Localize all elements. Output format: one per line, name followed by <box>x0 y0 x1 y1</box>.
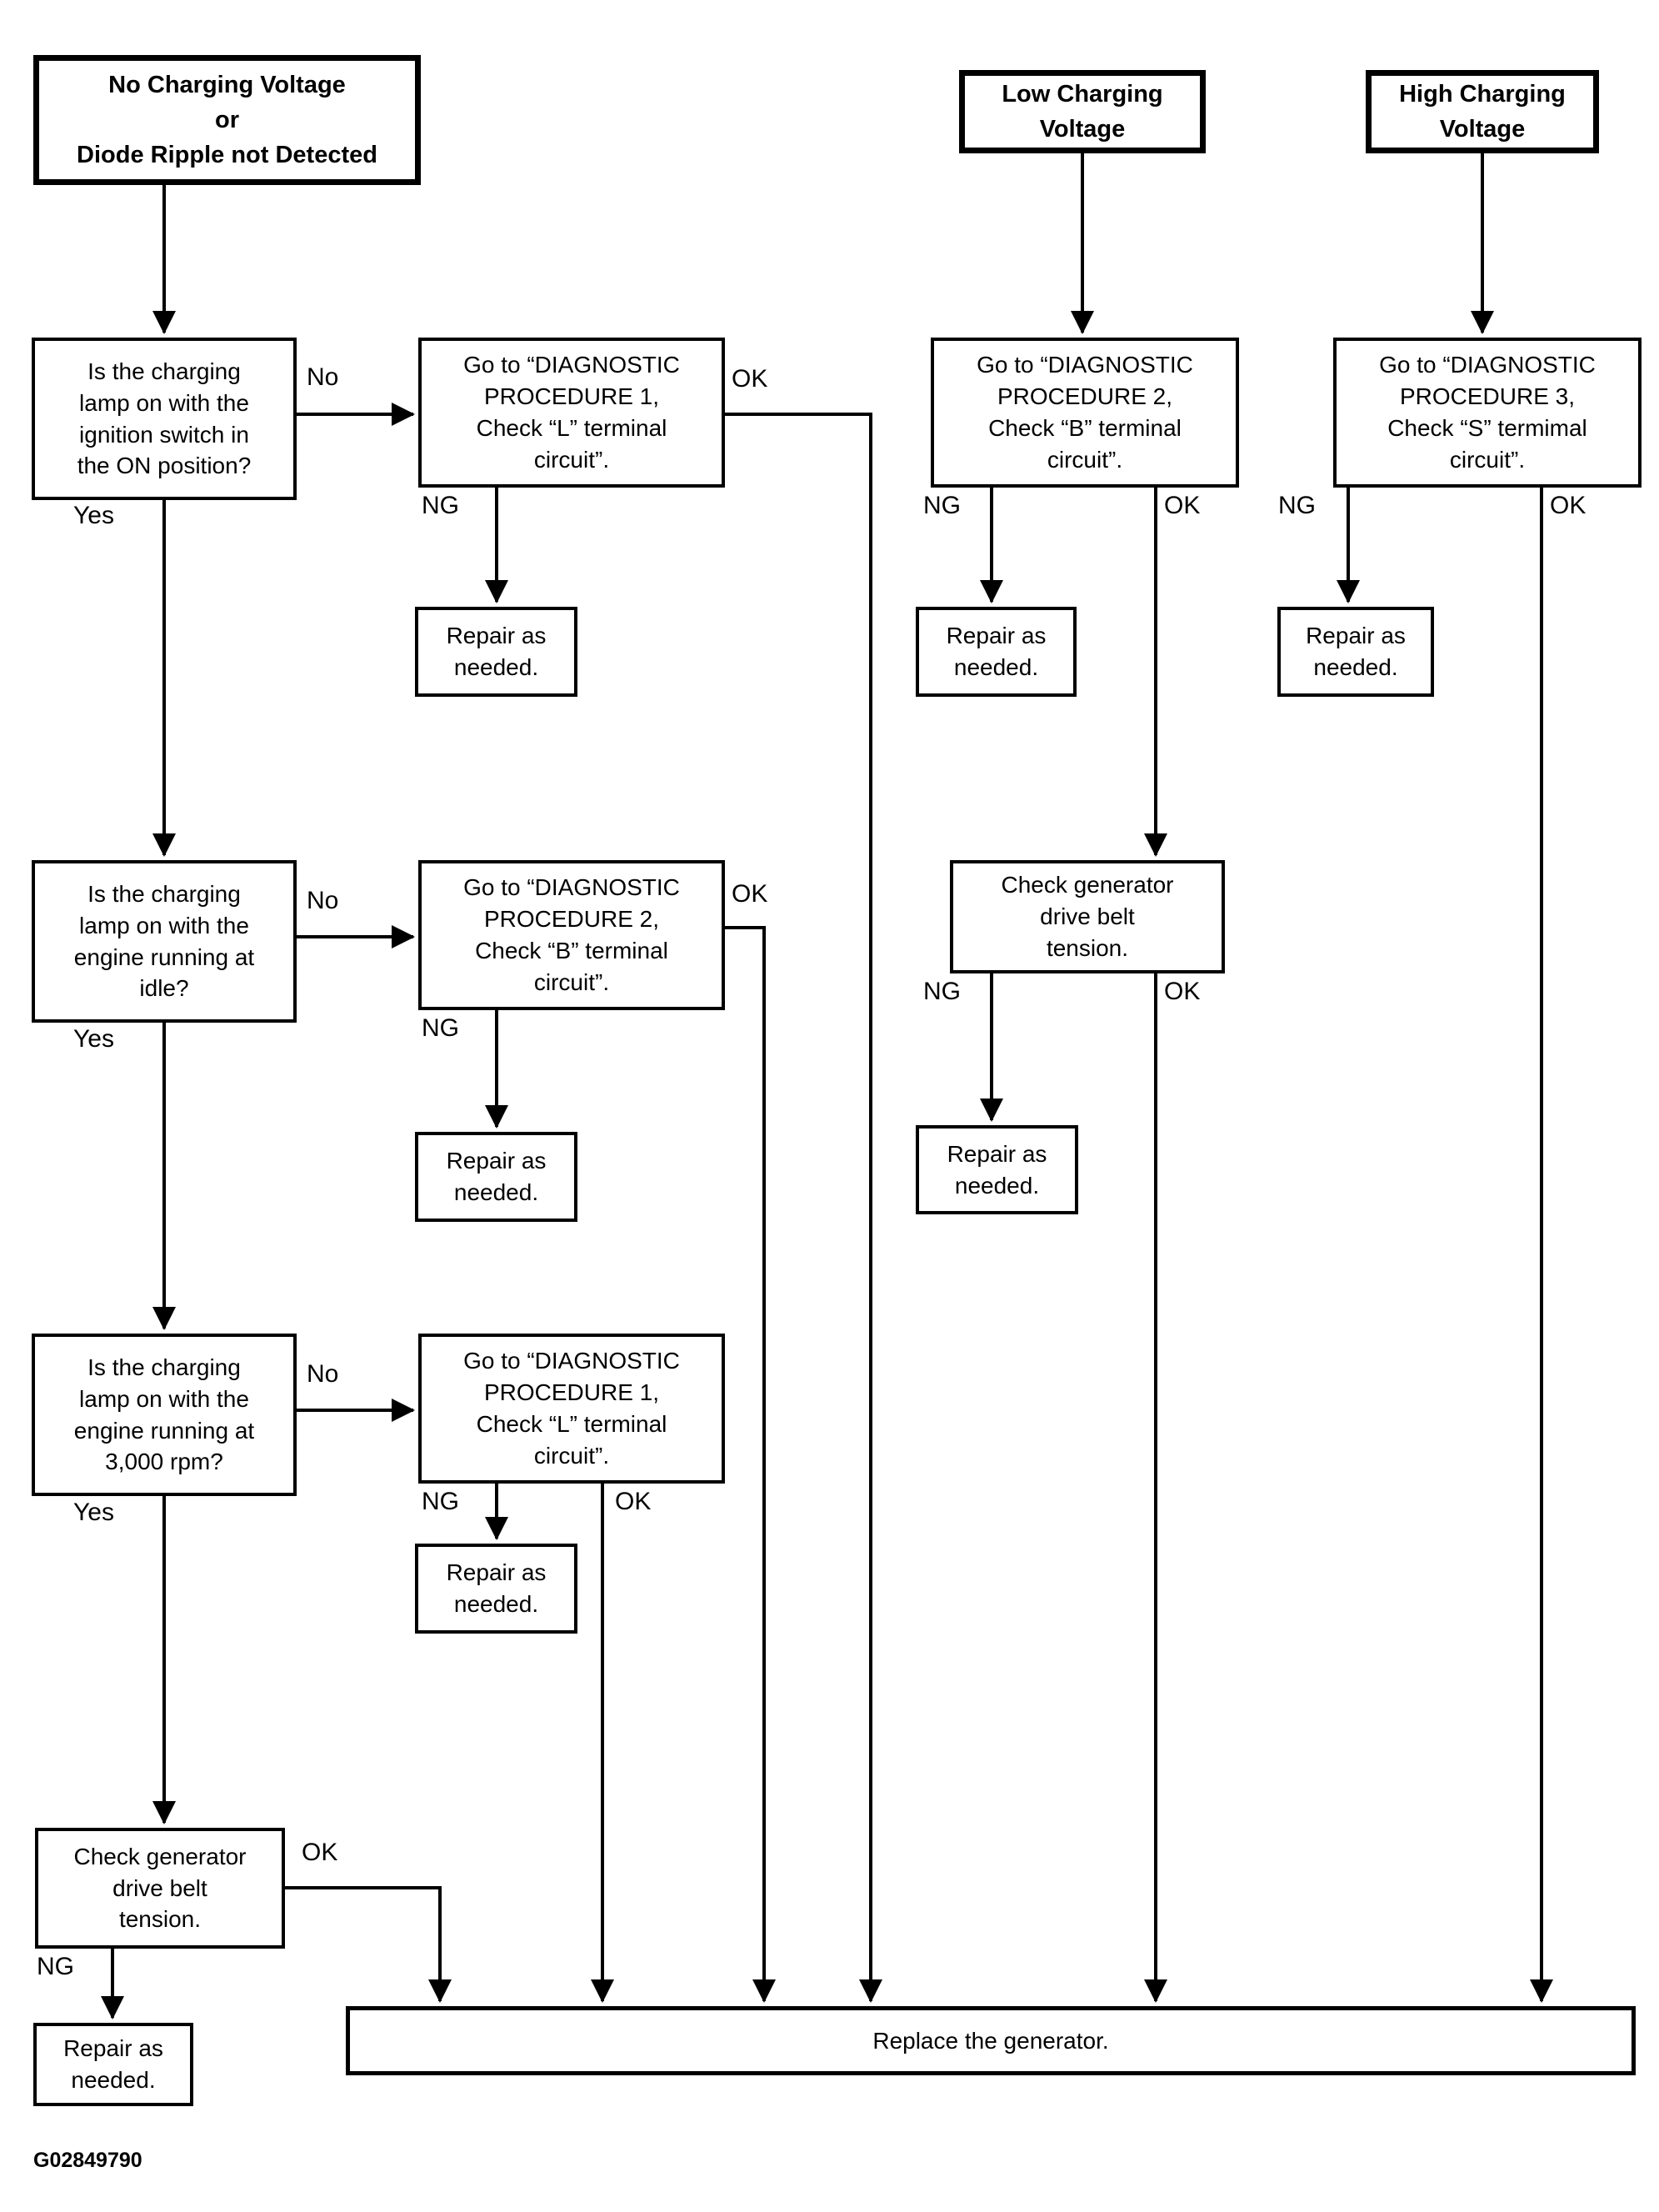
replace-generator-box: Replace the generator. <box>346 2006 1636 2075</box>
question-charging-lamp-3000rpm: Is the charging lamp on with the engine … <box>32 1334 297 1496</box>
repair-box-row1-right: Repair as needed. <box>1277 607 1434 697</box>
proc-box-diagnostic-procedure-2-left: Go to “DIAGNOSTIC PROCEDURE 2, Check “B”… <box>418 860 725 1010</box>
header-no-charging-voltage: No Charging Voltage or Diode Ripple not … <box>33 55 421 185</box>
edge-label-yes-q2: Yes <box>73 1025 114 1053</box>
repair-box-row1-mid: Repair as needed. <box>916 607 1077 697</box>
connector-proc1-ok-to-replace <box>725 413 882 2003</box>
edge-label-ng-beltm: NG <box>923 978 961 1005</box>
figure-id: G02849790 <box>33 2149 142 2172</box>
proc-box-diagnostic-procedure-3-high: Go to “DIAGNOSTIC PROCEDURE 3, Check “S”… <box>1333 338 1642 488</box>
edge-label-no-q3: No <box>307 1360 339 1388</box>
connector-beltl-ok-to-replace <box>285 1886 452 2003</box>
edge-label-no-q1: No <box>307 363 339 391</box>
edge-label-ok-proc3: OK <box>1550 492 1587 519</box>
edge-label-ok-proc2b: OK <box>732 880 768 908</box>
edge-label-yes-q3: Yes <box>73 1499 114 1526</box>
belt-tension-box-left: Check generator drive belt tension. <box>35 1828 285 1949</box>
edge-label-ng-proc2b: NG <box>422 1014 459 1042</box>
edge-label-ng-proc1: NG <box>422 492 459 519</box>
edge-label-ok-proc1: OK <box>732 365 768 393</box>
proc-box-diagnostic-procedure-2-low: Go to “DIAGNOSTIC PROCEDURE 2, Check “B”… <box>931 338 1239 488</box>
edge-label-ok-beltl: OK <box>302 1839 338 1866</box>
proc-box-diagnostic-procedure-1: Go to “DIAGNOSTIC PROCEDURE 1, Check “L”… <box>418 338 725 488</box>
header-low-charging-voltage: Low Charging Voltage <box>959 70 1206 153</box>
repair-box-row3: Repair as needed. <box>415 1544 577 1634</box>
edge-label-ok-proc1b: OK <box>615 1488 652 1515</box>
edge-label-ok-beltm: OK <box>1164 978 1201 1005</box>
edge-label-ng-beltl: NG <box>37 1953 74 1980</box>
repair-box-row1-left: Repair as needed. <box>415 607 577 697</box>
question-charging-lamp-ignition-on: Is the charging lamp on with the ignitio… <box>32 338 297 500</box>
repair-box-row2-left: Repair as needed. <box>415 1132 577 1222</box>
edge-label-ok-proc2: OK <box>1164 492 1201 519</box>
repair-box-row2-mid: Repair as needed. <box>916 1125 1078 1214</box>
edge-label-ng-proc3: NG <box>1278 492 1316 519</box>
belt-tension-box-mid: Check generator drive belt tension. <box>950 860 1225 973</box>
proc-box-diagnostic-procedure-1-row3: Go to “DIAGNOSTIC PROCEDURE 1, Check “L”… <box>418 1334 725 1484</box>
edge-label-no-q2: No <box>307 887 339 914</box>
question-charging-lamp-idle: Is the charging lamp on with the engine … <box>32 860 297 1023</box>
edge-label-ng-proc2: NG <box>923 492 961 519</box>
repair-box-bottom-left: Repair as needed. <box>33 2023 193 2106</box>
connector-proc2b-ok-to-replace <box>725 926 776 2003</box>
header-high-charging-voltage: High Charging Voltage <box>1366 70 1599 153</box>
edge-label-yes-q1: Yes <box>73 502 114 529</box>
edge-label-ng-proc1b: NG <box>422 1488 459 1515</box>
